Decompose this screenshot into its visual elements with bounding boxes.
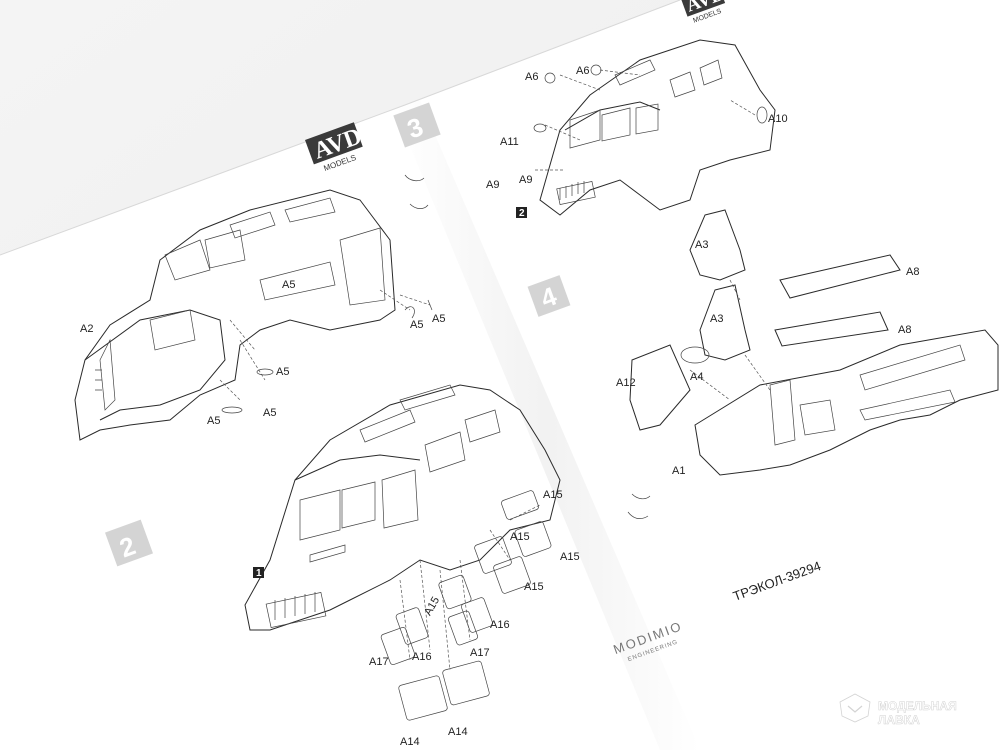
label-a14-2: A14 — [448, 726, 468, 738]
step-4-badge: 4 — [527, 275, 571, 317]
label-a8-1: A8 — [906, 266, 919, 278]
label-a1: A1 — [672, 465, 685, 477]
sub-badge-1: 1 — [253, 567, 264, 579]
label-a11: A11 — [500, 136, 519, 148]
svg-text:1: 1 — [256, 568, 262, 579]
label-a9-2: A9 — [519, 174, 532, 186]
step-3-cab-drawing — [533, 39, 776, 216]
label-a5-6: A5 — [432, 313, 445, 325]
label-a15-4: A15 — [524, 581, 544, 593]
sub-badge-2: 2 — [516, 207, 527, 219]
step-3-badge: 3 — [393, 102, 441, 148]
label-a6-1: A6 — [525, 71, 538, 83]
label-a14-1: A14 — [400, 736, 420, 748]
label-a5-2: A5 — [276, 366, 289, 378]
left-page-cab-drawing — [74, 189, 433, 441]
label-a2: A2 — [80, 323, 93, 335]
label-a17-1: A17 — [369, 656, 389, 668]
label-a16-2: A16 — [412, 651, 432, 663]
store-watermark: МОДЕЛЬНАЯ ЛАВКА — [839, 693, 957, 727]
label-a15-3: A15 — [560, 551, 580, 563]
svg-text:2: 2 — [519, 208, 525, 219]
label-a15-1: A15 — [543, 489, 563, 501]
label-a5-5: A5 — [410, 319, 423, 331]
label-a10: A10 — [768, 113, 788, 125]
label-a4: A4 — [690, 371, 703, 383]
step-2-cab-drawing — [244, 384, 561, 721]
watermark-line2: ЛАВКА — [878, 713, 920, 727]
label-a16-1: A16 — [490, 619, 510, 631]
watermark-line1: МОДЕЛЬНАЯ — [878, 699, 957, 713]
label-a3-2: A3 — [710, 313, 723, 325]
label-a5-3: A5 — [207, 415, 220, 427]
label-a3-1: A3 — [695, 239, 708, 251]
label-a5-4: A5 — [263, 407, 276, 419]
label-a12: A12 — [616, 377, 636, 389]
step-4-chassis-drawing — [629, 209, 999, 476]
label-a9-1: A9 — [486, 179, 499, 191]
label-a17-2: A17 — [470, 647, 490, 659]
label-a15-2: A15 — [510, 531, 530, 543]
label-a6-2: A6 — [576, 65, 589, 77]
label-a5-1: A5 — [282, 279, 295, 291]
page-fold — [395, 100, 700, 750]
step-2-badge: 2 — [104, 519, 154, 567]
label-a8-2: A8 — [898, 324, 911, 336]
